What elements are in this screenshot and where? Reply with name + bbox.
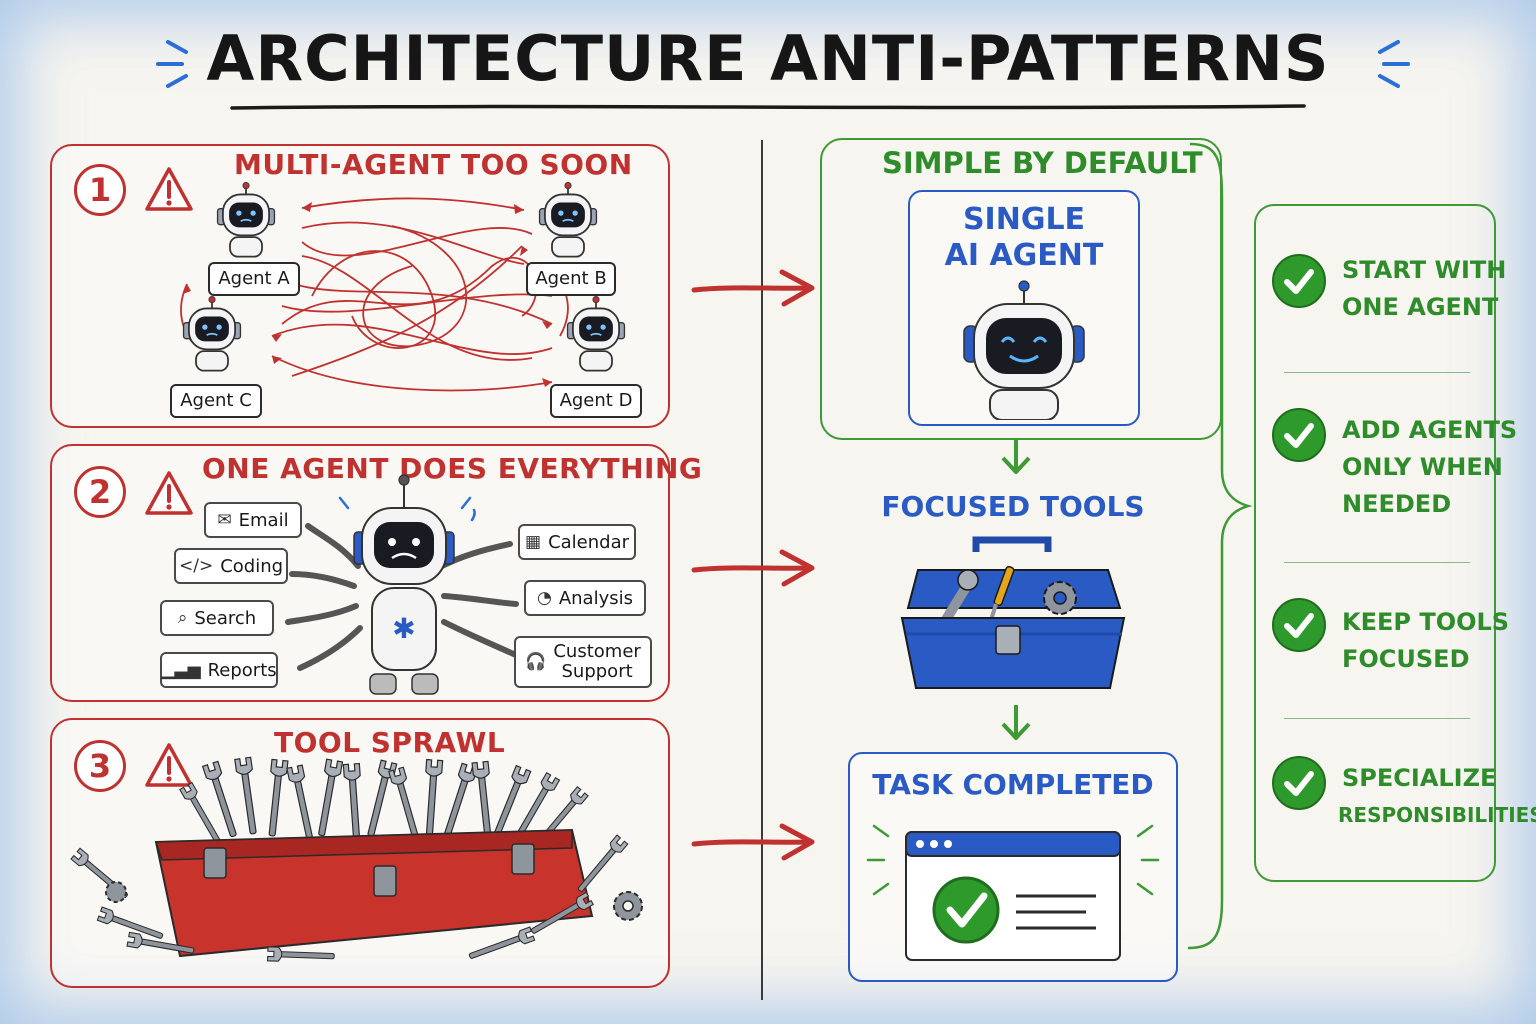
arrow-right-icon [690,268,820,308]
check-circle-icon [1272,598,1326,652]
principles-checklist: START WITH ONE AGENT ADD AGENTS ONLY WHE… [1254,204,1536,882]
task-reports-text: Reports [207,659,277,681]
principle-1-line2: ONE AGENT [1342,293,1499,321]
arrow-down-icon [996,436,1036,476]
task-search-text: Search [194,607,257,629]
single-ai-agent-box: SINGLE AI AGENT [908,190,1140,426]
task-completed-box: TASK COMPLETED [848,752,1178,982]
step-number-1: 1 [74,164,126,216]
separator [1284,562,1470,563]
panel-multi-agent-too-soon: 1 MULTI-AGENT TOO SOON [50,144,670,428]
agent-d-label: Agent D [550,384,642,418]
calendar-icon: ▦ [525,532,542,552]
check-circle-icon [1272,756,1326,810]
completed-window [866,824,1160,961]
envelope-icon: ✉ [217,510,232,530]
robot-agent-b [532,182,604,262]
code-icon: </> [178,556,214,576]
single-agent-line2: AI AGENT [944,238,1104,273]
agent-a-label: Agent A [208,262,300,296]
task-coding: </> Coding [174,548,288,584]
panel-title: ONE AGENT DOES EVERYTHING [202,452,703,485]
check-circle-icon [1272,254,1326,308]
pie-chart-icon: ◔ [536,588,552,608]
support-text: Support [561,661,633,682]
step-number-2: 2 [74,466,126,518]
task-search: ⌕ Search [160,600,274,636]
grouping-brace [1187,142,1253,950]
agent-b-label: Agent B [526,262,616,296]
separator [1284,372,1470,373]
check-circle-icon [1272,408,1326,462]
arrow-right-icon [690,822,820,862]
bar-chart-icon: ▁▃▅ [161,660,201,680]
panel-title: MULTI-AGENT TOO SOON [234,148,633,181]
panel-one-agent-does-everything: 2 ONE AGENT DOES EVERYTHING ✱ ✉ [50,444,702,702]
task-customer-support-text: Customer Support [553,642,640,682]
task-coding-text: Coding [220,555,284,577]
happy-robot [963,280,1085,420]
separator [1284,718,1470,719]
robot-agent-c [176,296,248,376]
task-calendar-text: Calendar [548,531,630,553]
headset-icon: 🎧 [525,652,547,672]
single-agent-line1: SINGLE [962,202,1086,237]
principle-4-line1: SPECIALIZE [1342,764,1497,792]
robot-agent-a [210,182,282,262]
agent-c-label: Agent C [170,384,262,418]
arrow-right-icon [690,548,820,588]
task-customer-support: 🎧 Customer Support [514,636,652,688]
arrow-down-icon [996,702,1036,742]
page-title: ARCHITECTURE ANTI-PATTERNS [206,22,1330,95]
task-analysis-text: Analysis [558,587,633,609]
task-email-text: Email [238,509,289,531]
task-calendar: ▦ Calendar [518,524,636,560]
robot-agent-d [560,296,632,376]
principle-3-line2: FOCUSED [1342,645,1470,673]
step-number-3: 3 [74,740,126,792]
task-completed-title: TASK COMPLETED [872,768,1154,801]
principle-1-line1: START WITH [1342,256,1507,284]
title-spark-right [1378,40,1410,88]
principle-4-line2: RESPONSIBILITIES [1338,803,1536,827]
overloaded-robot: ✱ [285,474,521,695]
magnifier-icon: ⌕ [177,608,188,628]
panel-title: TOOL SPRAWL [274,726,506,759]
task-email: ✉ Email [204,502,302,538]
title-underline [230,104,1306,110]
simple-by-default-title: SIMPLE BY DEFAULT [882,146,1203,180]
principle-2-line3: NEEDED [1342,490,1452,518]
focused-tools-title: FOCUSED TOOLS [881,490,1145,523]
principle-2-line2: ONLY WHEN [1342,453,1503,481]
principle-2-line1: ADD AGENTS [1342,416,1518,444]
blue-toolbox [900,536,1126,689]
svg-text:✱: ✱ [392,612,415,645]
customer-text: Customer [553,641,641,662]
task-reports: ▁▃▅ Reports [160,652,278,688]
principle-3-line1: KEEP TOOLS [1342,608,1510,636]
task-analysis: ◔ Analysis [524,580,646,616]
overflowing-red-toolbox [70,756,643,964]
title-spark-left [156,40,188,88]
panel-tool-sprawl: 3 TOOL SPRAWL [50,718,670,988]
